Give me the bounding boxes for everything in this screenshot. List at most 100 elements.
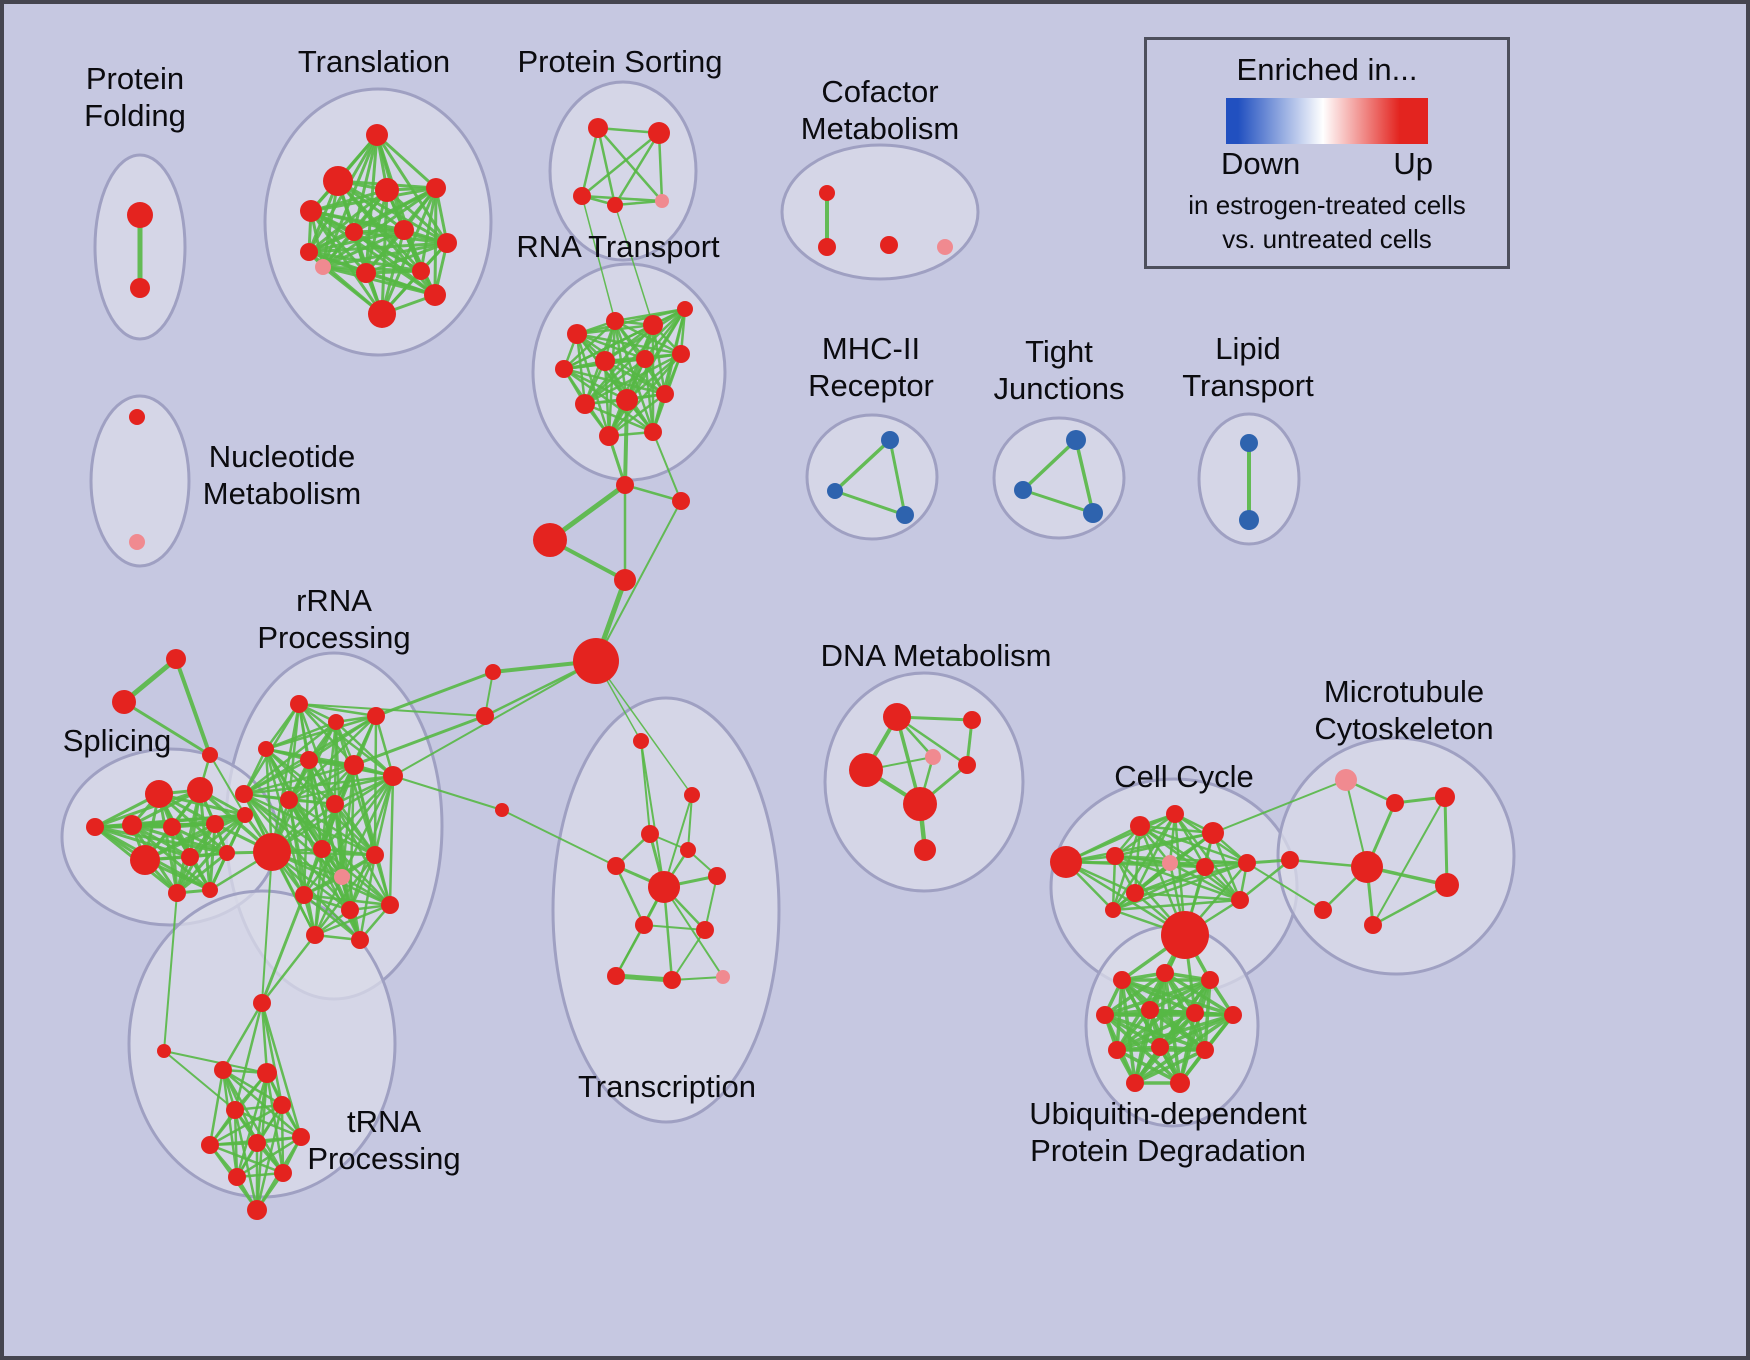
edge-cell-cycle — [1113, 831, 1215, 858]
edge-trna-processing — [221, 1068, 239, 1179]
node-tx5 — [607, 857, 625, 875]
node-mh2 — [827, 483, 843, 499]
edge-trna-processing — [233, 1108, 303, 1139]
node-cc9 — [1126, 884, 1144, 902]
node-sp6 — [206, 815, 224, 833]
legend-down-label: Down — [1221, 146, 1301, 181]
edge-tx6-tx12 — [663, 886, 724, 978]
node-sp5 — [163, 818, 181, 836]
node-sp7 — [237, 807, 253, 823]
node-rr8 — [235, 785, 253, 803]
edge-rrna-processing — [302, 893, 392, 907]
edge-trna-processing — [235, 1071, 269, 1179]
cluster-label-rrna-processing-line2: Processing — [257, 620, 410, 655]
node-rr7 — [383, 766, 403, 786]
node-t11 — [356, 263, 376, 283]
node-rr5 — [300, 751, 318, 769]
node-t3 — [300, 200, 322, 222]
edge-rrna-processing — [313, 853, 377, 937]
cluster-label-tight-junctions-line1: Tight — [1025, 334, 1093, 369]
node-cc4 — [1202, 822, 1224, 844]
edge-rrna-processing — [334, 720, 377, 857]
node-tj2 — [1014, 481, 1032, 499]
edge-ps3-r2 — [581, 195, 616, 322]
node-tn6 — [273, 1096, 291, 1114]
cluster-label-trna-processing-line1: tRNA — [347, 1104, 421, 1139]
node-r10 — [616, 389, 638, 411]
edge-trna-processing — [260, 1001, 284, 1107]
edge-rrna-processing — [348, 774, 395, 912]
node-ub8 — [1108, 1041, 1126, 1059]
node-g1 — [166, 649, 186, 669]
node-mh3 — [896, 506, 914, 524]
node-tx6 — [648, 871, 680, 903]
node-mt4 — [1281, 851, 1299, 869]
node-tx2 — [684, 787, 700, 803]
edge-translation — [321, 186, 438, 269]
node-sp8 — [130, 845, 160, 875]
edge-rrna-processing — [270, 702, 301, 854]
edge-rrna-processing — [334, 720, 395, 778]
node-sp3 — [122, 815, 142, 835]
node-t13 — [368, 300, 396, 328]
edge-rrna-processing — [313, 875, 344, 937]
edge-dm1-dm5 — [895, 715, 969, 767]
node-ub1 — [1113, 971, 1131, 989]
cluster-ellipse-mhc-ii-receptor — [805, 413, 939, 541]
node-r3 — [643, 315, 663, 335]
edge-translation — [419, 186, 438, 273]
node-tj3 — [1083, 503, 1103, 523]
node-r2 — [606, 312, 624, 330]
edge-rrna-processing — [270, 763, 356, 854]
cluster-label-ubiquitin-degradation-line1: Ubiquitin-dependent — [1029, 1096, 1307, 1131]
node-r4 — [677, 301, 693, 317]
edge-rrna-processing — [297, 702, 378, 718]
cluster-label-transcription: Transcription — [578, 1069, 756, 1104]
edge-rna-transport — [562, 319, 617, 371]
node-mt8 — [1364, 916, 1382, 934]
edge-cell-cycle — [1111, 861, 1249, 912]
legend-gradient-bar — [1226, 98, 1428, 144]
edge-splicing — [170, 825, 229, 855]
edge-rna-transport — [603, 307, 687, 363]
node-tx1 — [633, 733, 649, 749]
edge-translation — [307, 228, 406, 254]
edge-mh2-mh3 — [833, 489, 907, 517]
edge-protein-sorting — [613, 131, 661, 207]
edge-translation — [321, 241, 449, 269]
cluster-label-nucleotide-metabolism-line1: Nucleotide — [209, 439, 355, 474]
edge-tx6-tx2 — [663, 794, 693, 888]
node-tx9 — [696, 921, 714, 939]
node-r1 — [567, 324, 587, 344]
edge-trna-processing — [260, 1001, 303, 1139]
edge-rrna-processing — [313, 847, 324, 937]
node-ub11 — [1126, 1074, 1144, 1092]
edge-rna-transport — [607, 392, 667, 438]
edge-rna-transport — [562, 367, 629, 402]
node-t5 — [426, 178, 446, 198]
node-g3 — [202, 747, 218, 763]
edge-tx7-tx9 — [704, 875, 718, 931]
edge-translation — [309, 209, 368, 275]
edge-translation — [307, 250, 423, 273]
node-ub6 — [1186, 1004, 1204, 1022]
node-mt3 — [1435, 787, 1455, 807]
cluster-label-tight-junctions-line2: Junctions — [994, 371, 1125, 406]
edge-tx8-tx9 — [643, 924, 706, 931]
node-rr18 — [306, 926, 324, 944]
edge-protein-sorting — [580, 194, 664, 203]
node-cc3 — [1166, 805, 1184, 823]
node-cf2 — [818, 238, 836, 256]
node-tx12 — [716, 970, 730, 984]
edge-trna-processing — [265, 1071, 285, 1175]
node-ps2 — [648, 122, 670, 144]
node-cc12 — [1105, 902, 1121, 918]
legend: Enriched in... Down Up in estrogen-treat… — [1144, 37, 1510, 269]
node-cc11 — [1231, 891, 1249, 909]
edge-mt3-mt6 — [1443, 795, 1449, 887]
edge-m1-rr7 — [392, 775, 503, 811]
edge-mh1-mh2 — [833, 438, 892, 493]
node-mt2 — [1386, 794, 1404, 812]
cluster-label-ubiquitin-degradation-line2: Protein Degradation — [1030, 1133, 1306, 1168]
edge-d2-rr1 — [298, 703, 486, 717]
